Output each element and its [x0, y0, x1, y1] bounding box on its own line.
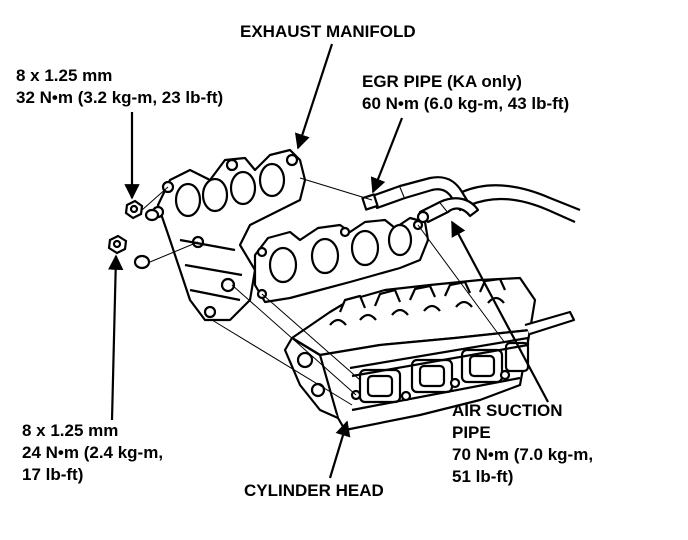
- upper-washer: [144, 208, 160, 222]
- leader-egr-pipe: [370, 117, 404, 194]
- leader-lines: [107, 43, 549, 479]
- exhaust-manifold-label: EXHAUST MANIFOLD: [240, 22, 416, 41]
- leader-exhaust-manifold: [294, 43, 334, 150]
- leader-cylinder-head: [328, 420, 351, 479]
- fasteners-drawing: [107, 199, 160, 270]
- cylinder-head-label: CYLINDER HEAD: [244, 481, 384, 500]
- lower-washer: [133, 254, 151, 270]
- lower-bolt-torque-cont: 17 lb-ft): [22, 465, 84, 484]
- air-suction-pipe-name-cont: PIPE: [452, 423, 491, 442]
- leader-air-suction-pipe: [451, 220, 549, 403]
- manifold-gasket-drawing: [253, 216, 430, 304]
- lower-bolt-size: 8 x 1.25 mm: [22, 421, 119, 440]
- air-suction-pipe-label: AIR SUCTION PIPE 70 N•m (7.0 kg-m, 51 lb…: [452, 400, 593, 488]
- lower-nut: [107, 234, 128, 255]
- egr-pipe-torque: 60 N•m (6.0 kg-m, 43 lb-ft): [362, 94, 570, 113]
- air-suction-pipe-torque: 70 N•m (7.0 kg-m,: [452, 445, 594, 464]
- cylinder-head-drawing: [283, 276, 576, 432]
- lower-bolt-torque: 24 N•m (2.4 kg-m,: [22, 443, 164, 462]
- egr-pipe-label: EGR PIPE (KA only) 60 N•m (6.0 kg-m, 43 …: [362, 71, 569, 115]
- lower-bolt-spec-label: 8 x 1.25 mm 24 N•m (2.4 kg-m, 17 lb-ft): [22, 420, 163, 486]
- assembly-lines: [141, 177, 506, 406]
- air-suction-pipe-drawing: [416, 197, 480, 224]
- upper-bolt-size: 8 x 1.25 mm: [16, 66, 113, 85]
- air-suction-pipe-torque-cont: 51 lb-ft): [452, 467, 514, 486]
- air-suction-pipe-name: AIR SUCTION: [452, 401, 563, 420]
- upper-nut: [124, 199, 144, 220]
- leader-lower-bolt: [107, 254, 124, 421]
- upper-bolt-torque: 32 N•m (3.2 kg-m, 23 lb-ft): [16, 88, 224, 107]
- egr-pipe-name: EGR PIPE (KA only): [362, 72, 522, 91]
- upper-bolt-spec-label: 8 x 1.25 mm 32 N•m (3.2 kg-m, 23 lb-ft): [16, 65, 223, 109]
